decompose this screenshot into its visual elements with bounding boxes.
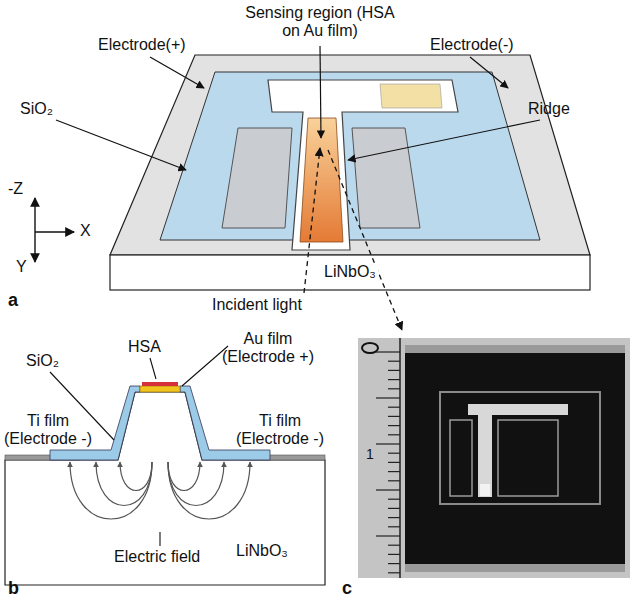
ruler-tick (376, 397, 400, 398)
chip-photo (358, 338, 630, 578)
sensing-spot (480, 484, 490, 496)
part-label: Electrode(-) (430, 36, 514, 54)
ruler-tick (388, 407, 400, 408)
electrode-outline (450, 420, 472, 496)
photo-ground (358, 338, 630, 578)
axes (35, 198, 74, 262)
ruler-tick (388, 526, 400, 527)
reflected-beam (328, 150, 402, 330)
light-path (304, 148, 402, 330)
leader-line (50, 372, 114, 440)
ruler-number: 1 (366, 446, 374, 462)
beam-label: Incident light (212, 296, 302, 314)
incident-beam (304, 148, 320, 293)
ruler-tick (388, 572, 400, 573)
ruler-edge (399, 338, 401, 578)
part-label: HSA (128, 338, 161, 356)
ruler-tick (388, 434, 400, 435)
ruler-tick (388, 425, 400, 426)
ruler-mark (362, 343, 378, 353)
field-line (70, 462, 152, 519)
axis-y (34, 232, 35, 262)
ruler-tick (376, 535, 400, 536)
axis-label: -Z (8, 180, 23, 198)
hsa-layer (142, 382, 178, 386)
leader-line (470, 57, 508, 88)
part-label: Electrode(+) (98, 36, 186, 54)
ruler-tick (388, 499, 400, 500)
chip-front-face (110, 255, 590, 290)
ruler-tick (388, 453, 400, 454)
ruler-tick (388, 554, 400, 555)
panel-letter: b (8, 578, 19, 599)
ruler-tick (388, 563, 400, 564)
leaders-a (56, 46, 540, 170)
ruler-tick (388, 471, 400, 472)
ruler-tick (388, 480, 400, 481)
part-label: LiNbO₃ (236, 542, 288, 560)
ruler-tick (388, 370, 400, 371)
chip-body (405, 345, 625, 572)
ruler-tick (388, 388, 400, 389)
axis-label: X (80, 222, 91, 240)
sio2-outline (440, 392, 600, 504)
leader-line (348, 120, 540, 160)
sio2-layer (180, 386, 270, 460)
leader-line (320, 46, 321, 138)
ruler-tick (388, 545, 400, 546)
ruler-ticks (376, 352, 400, 573)
leader-line (150, 57, 204, 88)
ruler-tick (388, 379, 400, 380)
part-label: Ti film (Electrode -) (232, 412, 328, 449)
ruler-tick (376, 443, 400, 444)
field-label: Electric field (112, 548, 202, 566)
ridge-bar (468, 404, 568, 415)
ruler-tick (388, 416, 400, 417)
chip-edge (405, 345, 625, 353)
axis-label: Y (16, 258, 27, 276)
ruler-tick (388, 462, 400, 463)
chip-edge (405, 564, 625, 572)
axis-z (34, 198, 35, 232)
leader-line (159, 532, 160, 546)
au-pad (380, 84, 442, 108)
part-label: Ti film (Electrode -) (0, 412, 96, 449)
panel-letter: c (342, 578, 352, 599)
ridge (268, 80, 458, 250)
chip-top-face (110, 55, 590, 255)
field-line (168, 462, 250, 519)
ruler-tick (388, 517, 400, 518)
field-line (120, 462, 152, 491)
leader-line (56, 120, 186, 170)
electrode-pad (352, 128, 420, 228)
chip-3d (110, 55, 590, 290)
electrode-outline (498, 420, 558, 496)
electrode-pad (222, 128, 292, 228)
part-label: SiO₂ (26, 352, 59, 370)
part-label: LiNbO₃ (322, 263, 378, 281)
leader-line (150, 358, 156, 379)
part-label: Au film (Electrode +) (212, 330, 324, 367)
field-lines (70, 462, 250, 519)
ruler-tick (376, 489, 400, 490)
ruler-tick (376, 351, 400, 352)
part-label: SiO₂ (20, 100, 53, 118)
ruler-tick (388, 508, 400, 509)
region-label: Sensing region (HSA on Au film) (240, 4, 400, 41)
leader-line (182, 346, 228, 386)
ruler-tick (388, 361, 400, 362)
field-line (168, 462, 200, 491)
au-film (140, 386, 180, 392)
axis-x (35, 231, 74, 232)
ridge-stem (478, 415, 492, 497)
panel-letter: a (8, 290, 18, 311)
part-label: Ridge (528, 100, 570, 118)
